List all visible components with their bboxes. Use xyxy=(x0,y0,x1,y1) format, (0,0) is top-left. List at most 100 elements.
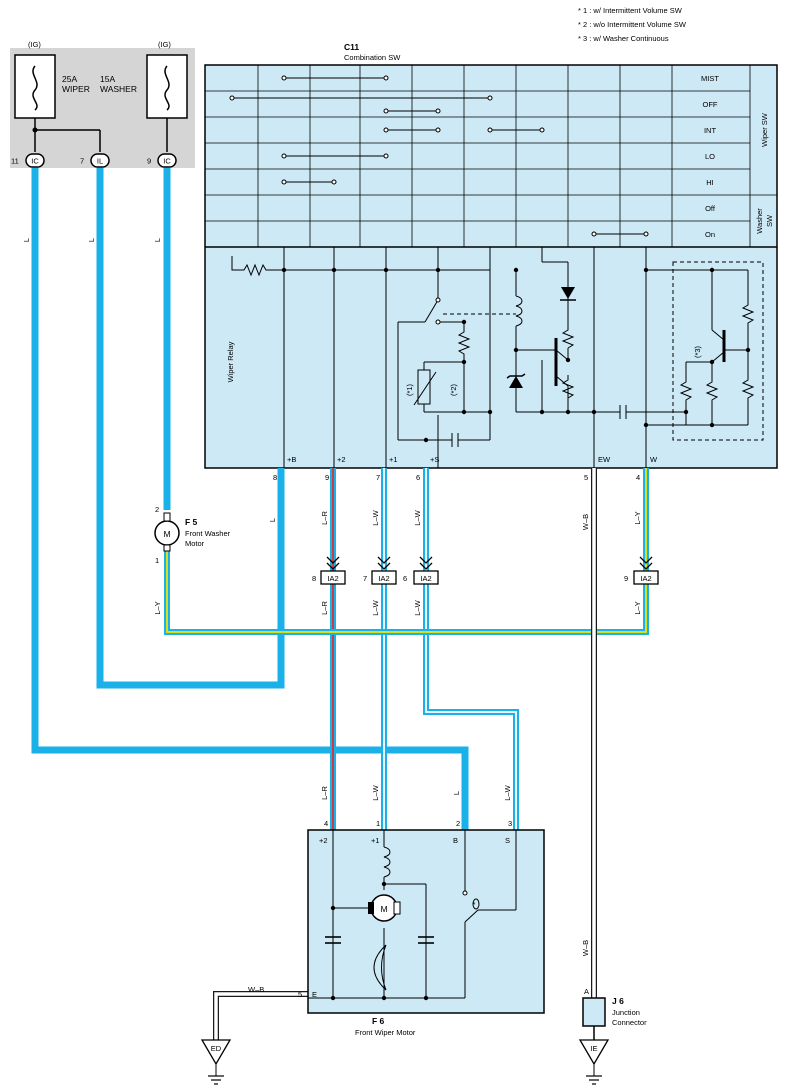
wire-label-ly-3: L–Y xyxy=(153,601,162,614)
wire-label-l-5: L xyxy=(452,791,461,795)
junction-id: J 6 xyxy=(612,996,624,1006)
pin-num-w: 4 xyxy=(636,473,640,482)
wire-label-wb-3: W–B xyxy=(248,985,264,994)
junction-pin-a: A xyxy=(584,987,589,996)
zener-diode-icon xyxy=(509,376,523,388)
pin-num-plus-1: 7 xyxy=(376,473,380,482)
wire-label-lw-4: L–W xyxy=(413,599,422,615)
washer-motor-pin-bottom: 1 xyxy=(155,556,159,565)
fuse2-amp: 15A xyxy=(100,74,115,84)
position-int: INT xyxy=(704,126,717,135)
pin-num-7: 7 xyxy=(80,157,84,166)
wiper-terminal-b: B xyxy=(453,836,458,845)
wire-label-l-4: L xyxy=(268,518,277,522)
terminal-plus-1: +1 xyxy=(389,455,398,464)
wire-ly-washer xyxy=(164,468,649,635)
wiper-sw-group-label: Wiper SW xyxy=(760,112,769,147)
note-3: * 3 : w/ Washer Continuous xyxy=(578,34,669,43)
wiper-pin-3: 3 xyxy=(508,819,512,828)
pin-connector-il-7 xyxy=(90,153,110,168)
ia2-connector-7 xyxy=(371,570,397,585)
position-off: OFF xyxy=(703,100,718,109)
ig-label-right: (IG) xyxy=(158,40,171,49)
wire-label-lr-1: L–R xyxy=(320,511,329,525)
wiper-terminal-s: S xyxy=(505,836,510,845)
wire-label-lw-3: L–W xyxy=(371,599,380,615)
ground-ed: ED xyxy=(200,1039,232,1085)
wiper-motor-star: * xyxy=(473,900,476,909)
position-hi: HI xyxy=(706,178,714,187)
wire-label-lr-3: L–R xyxy=(320,786,329,800)
wiper-motor-dots xyxy=(330,881,429,1001)
wiper-pin-4: 4 xyxy=(324,819,328,828)
fuse-box: (IG) (IG) 25A WIPER 15A WASHER IC 11 IL … xyxy=(10,40,195,168)
fuse-wiper-element-icon xyxy=(32,65,38,111)
wire-label-lw-6: L–W xyxy=(503,784,512,800)
note1-marker: (*1) xyxy=(405,383,414,396)
wiper-relay-label: Wiper Relay xyxy=(226,341,235,382)
junction-dots xyxy=(281,267,751,443)
diode-icon xyxy=(561,287,575,299)
junction-connector-box xyxy=(582,997,606,1027)
fuse1-name: WIPER xyxy=(62,84,90,94)
washer-motor-symbol: M xyxy=(163,529,170,539)
position-mist: MIST xyxy=(701,74,719,83)
washer-sw-group-label-1: Washer xyxy=(755,208,764,234)
combination-switch: C11 Combination SW MIST OFF INT LO HI xyxy=(204,42,778,482)
wire-label-l-3: L xyxy=(153,238,162,242)
ig-label-left: (IG) xyxy=(28,40,41,49)
ia2-label-9: IA2 xyxy=(640,574,651,583)
terminal-plus-b: +B xyxy=(287,455,296,464)
junction-name-1: Junction xyxy=(612,1008,640,1017)
fuse-washer-element-icon xyxy=(164,65,170,111)
wiper-pin-2: 2 xyxy=(456,819,460,828)
pin-connector-ic-11 xyxy=(25,153,45,168)
wiper-motor-circuit xyxy=(308,830,517,999)
ground-ed-icon xyxy=(200,1039,232,1066)
washer-sw-group-label-2: SW xyxy=(765,214,774,227)
terminal-w: W xyxy=(650,455,658,464)
wire-label-ly-2: L–Y xyxy=(633,601,642,614)
ia2-label-7: IA2 xyxy=(378,574,389,583)
wire-wb-ground xyxy=(213,991,308,1040)
switch-contacts xyxy=(229,75,649,237)
notes: * 1 : w/ Intermittent Volume SW * 2 : w/… xyxy=(578,6,687,43)
washer-position-on: On xyxy=(705,230,715,239)
pin-num-ew: 5 xyxy=(584,473,588,482)
wire-label-lw-5: L–W xyxy=(371,784,380,800)
wiper-motor-symbol: M xyxy=(380,904,387,914)
ground-ie: IE xyxy=(578,1039,610,1085)
wire-label-l-2: L xyxy=(87,238,96,242)
wiper-pin-1: 1 xyxy=(376,819,380,828)
note2-marker: (*2) xyxy=(449,383,458,396)
ia2-pin-8: 8 xyxy=(312,574,316,583)
wiper-pin-5: 5 xyxy=(298,990,302,999)
pin-num-plus-s: 6 xyxy=(416,473,420,482)
ia2-pin-7: 7 xyxy=(363,574,367,583)
wire-label-lw-1: L–W xyxy=(371,509,380,525)
wire-label-lw-2: L–W xyxy=(413,509,422,525)
fuse2-name: WASHER xyxy=(100,84,137,94)
pin-connector-ic-9 xyxy=(157,153,177,168)
pin-num-plus-b: 8 xyxy=(273,473,277,482)
ia2-label-8: IA2 xyxy=(327,574,338,583)
position-lo: LO xyxy=(705,152,715,161)
wire-label-ly-1: L–Y xyxy=(633,511,642,524)
wire-label-lr-2: L–R xyxy=(320,601,329,615)
note-2: * 2 : w/o Intermittent Volume SW xyxy=(578,20,687,29)
washer-motor-name-2: Motor xyxy=(185,539,205,548)
ground-ie-icon xyxy=(578,1039,610,1066)
note-1: * 1 : w/ Intermittent Volume SW xyxy=(578,6,683,15)
pin-num-plus-2: 9 xyxy=(325,473,329,482)
wiper-motor-id: F 6 xyxy=(372,1016,385,1026)
pin-label-ic-11: IC xyxy=(31,157,39,166)
wire-label-wb-2: W–B xyxy=(581,940,590,956)
wiper-terminal-plus2: +2 xyxy=(319,836,328,845)
junction-name-2: Connector xyxy=(612,1018,647,1027)
combination-sw-id: C11 xyxy=(344,42,359,52)
wire-labels: L L L L L–R L–W L–W W–B L–Y L–R L–W L–W … xyxy=(22,238,642,994)
ground-ed-label: ED xyxy=(211,1044,222,1053)
ia2-connector-8 xyxy=(320,570,346,585)
ia2-connector-9 xyxy=(633,570,659,585)
wires xyxy=(31,168,649,1040)
